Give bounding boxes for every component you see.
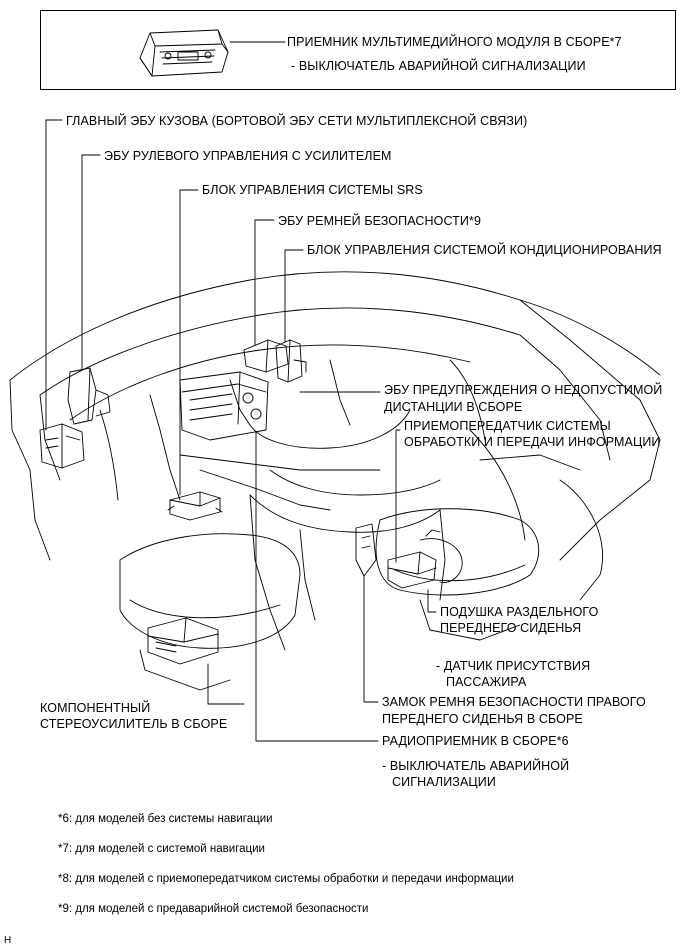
seat-cushion-label-1: ПОДУШКА РАЗДЕЛЬНОГО (440, 605, 599, 619)
footnote-8: *8: для моделей с приемопередатчиком сис… (58, 873, 514, 885)
power-steering-ecu-image (67, 367, 111, 425)
transceiver-label-1: ПРИЕМОПЕРЕДАТЧИК СИСТЕМЫ (404, 419, 611, 433)
radio-image (179, 371, 269, 441)
body-ecu-label: ГЛАВНЫЙ ЭБУ КУЗОВА (БОРТОВОЙ ЭБУ СЕТИ МУ… (66, 114, 528, 128)
seatbelt-ecu-label: ЭБУ РЕМНЕЙ БЕЗОПАСНОСТИ*9 (278, 214, 481, 228)
radio-receiver-label: РАДИОПРИЕМНИК В СБОРЕ*6 (382, 734, 569, 748)
transceiver-image (387, 551, 437, 589)
occupant-sensor-image (419, 529, 463, 583)
seat-buckle-image (355, 523, 377, 577)
srs-unit-image (167, 491, 223, 521)
leader-lines (45, 119, 437, 742)
footnote-9: *9: для моделей с предаварийной системой… (58, 903, 369, 915)
occupant-sensor-label-1: - ДАТЧИК ПРИСУТСТВИЯ (436, 659, 591, 673)
body-ecu-image (39, 423, 85, 469)
corner-mark: H (4, 935, 12, 946)
ac-unit-image (275, 339, 307, 383)
receiver-label: ПРИЕМНИК МУЛЬТИМЕДИЙНОГО МОДУЛЯ В СБОРЕ*… (287, 35, 622, 49)
radio-hazard-label-1: - ВЫКЛЮЧАТЕЛЬ АВАРИЙНОЙ (382, 759, 570, 773)
ac-unit-label: БЛОК УПРАВЛЕНИЯ СИСТЕМОЙ КОНДИЦИОНИРОВАН… (307, 243, 662, 257)
seat-cushion-label-2: ПЕРЕДНЕГО СИДЕНЬЯ (440, 621, 582, 635)
buckle-label-2: ПЕРЕДНЕГО СИДЕНЬЯ В СБОРЕ (382, 712, 583, 726)
seatbelt-ecu-image (243, 339, 289, 373)
multimedia-receiver-box (40, 10, 676, 90)
transceiver-label-2: ОБРАБОТКИ И ПЕРЕДАЧИ ИНФОРМАЦИИ (404, 435, 661, 449)
power-steering-ecu-label: ЭБУ РУЛЕВОГО УПРАВЛЕНИЯ С УСИЛИТЕЛЕМ (104, 149, 392, 163)
footnote-7: *7: для моделей с системой навигации (58, 843, 265, 855)
distance-ecu-label-1: ЭБУ ПРЕДУПРЕЖДЕНИЯ О НЕДОПУСТИМОЙ (384, 383, 663, 397)
hazard-switch-label: - ВЫКЛЮЧАТЕЛЬ АВАРИЙНОЙ СИГНАЛИЗАЦИИ (291, 59, 586, 73)
amplifier-image (147, 617, 219, 665)
amplifier-label-1: КОМПОНЕНТНЫЙ (40, 701, 151, 715)
amplifier-label-2: СТЕРЕОУСИЛИТЕЛЬ В СБОРЕ (40, 717, 228, 731)
multimedia-receiver-image (139, 29, 229, 77)
radio-hazard-label-2: СИГНАЛИЗАЦИИ (392, 775, 496, 789)
occupant-sensor-label-2: ПАССАЖИРА (446, 675, 527, 689)
buckle-label-1: ЗАМОК РЕМНЯ БЕЗОПАСНОСТИ ПРАВОГО (382, 695, 646, 709)
footnote-6: *6: для моделей без системы навигации (58, 813, 273, 825)
distance-ecu-label-2: ДИСТАНЦИИ В СБОРЕ (384, 400, 523, 414)
dashboard-outline (9, 271, 661, 691)
srs-unit-label: БЛОК УПРАВЛЕНИЯ СИСТЕМЫ SRS (202, 183, 423, 197)
